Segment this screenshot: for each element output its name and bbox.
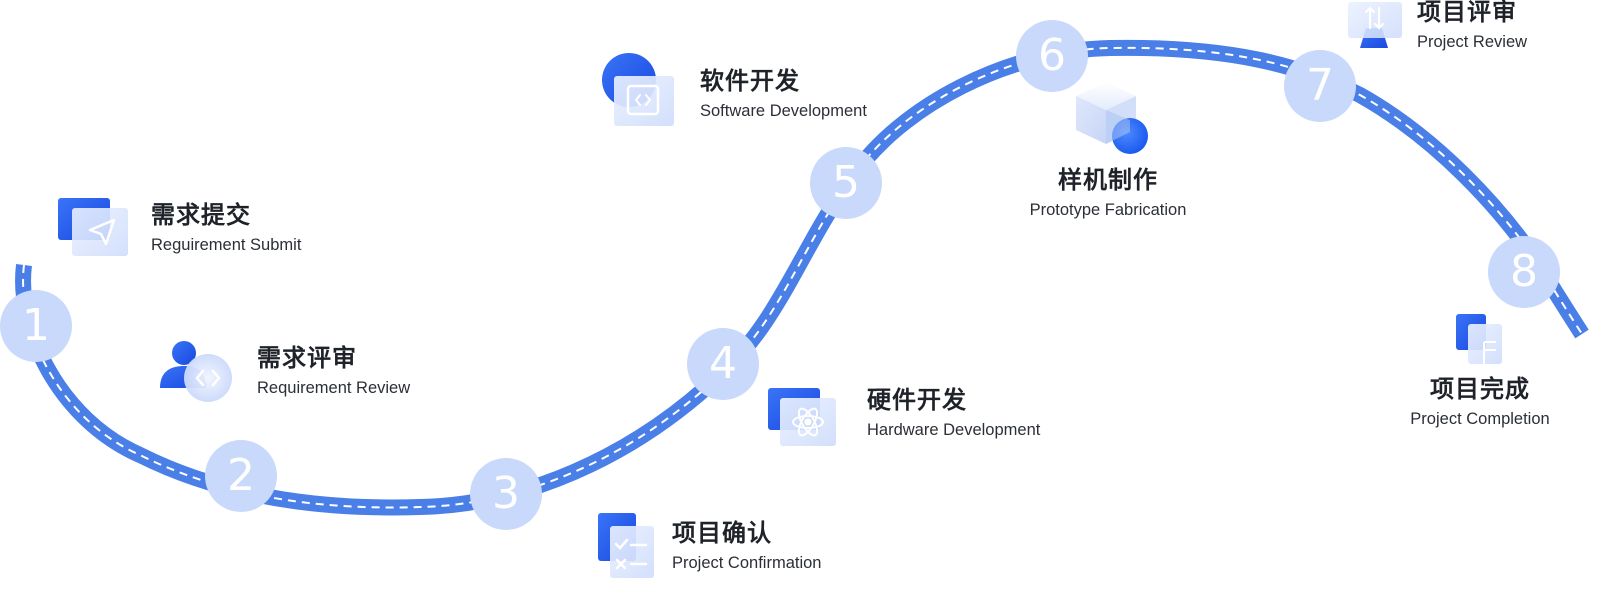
step-4-title: 硬件开发 [867,386,967,414]
step-7-subtitle: Project Review [1417,33,1528,51]
step-1-title: 需求提交 [151,201,251,229]
step-node-7: 7 [1284,50,1356,122]
step-4-label: 硬件开发 Hardware Development [867,385,1040,440]
step-1-label: 需求提交 Reguirement Submit [151,200,301,255]
step-5-subtitle: Software Development [700,102,867,120]
step-2-label: 需求评审 Requirement Review [257,343,410,398]
step-7-label: 项目评审 Project Review [1417,0,1527,52]
step-2-title: 需求评审 [257,344,357,372]
step-node-1: 1 [0,290,72,362]
sort-flask-icon [1348,2,1402,48]
step-node-5: 5 [810,147,882,219]
step-5-title: 软件开发 [700,67,800,95]
user-code-icon [160,341,232,402]
step-6-label: 样机制作 Prototype Fabrication [1008,165,1208,220]
step-4-subtitle: Hardware Development [867,421,1041,439]
step-node-2: 2 [205,440,277,512]
step-node-6: 6 [1016,20,1088,92]
step-5-label: 软件开发 Software Development [700,66,867,121]
step-6-subtitle: Prototype Fabrication [1029,201,1187,219]
step-7-title: 项目评审 [1417,0,1517,26]
cube-icon [1076,82,1148,154]
step-3-label: 项目确认 Project Confirmation [672,518,821,573]
step-8-subtitle: Project Completion [1410,410,1550,428]
step-node-4: 4 [687,328,759,400]
step-1-subtitle: Reguirement Submit [151,236,302,254]
atom-icon [768,388,836,446]
send-icon [58,198,128,256]
document-icon [1456,314,1502,364]
code-window-icon [602,53,674,126]
step-8-label: 项目完成 Project Completion [1392,374,1568,429]
step-8-title: 项目完成 [1430,375,1530,403]
step-node-3: 3 [470,458,542,530]
step-6-title: 样机制作 [1058,166,1158,194]
checklist-icon [598,513,654,578]
step-3-title: 项目确认 [672,519,772,547]
step-node-8: 8 [1488,236,1560,308]
step-3-subtitle: Project Confirmation [672,554,822,572]
step-2-subtitle: Requirement Review [257,379,411,397]
